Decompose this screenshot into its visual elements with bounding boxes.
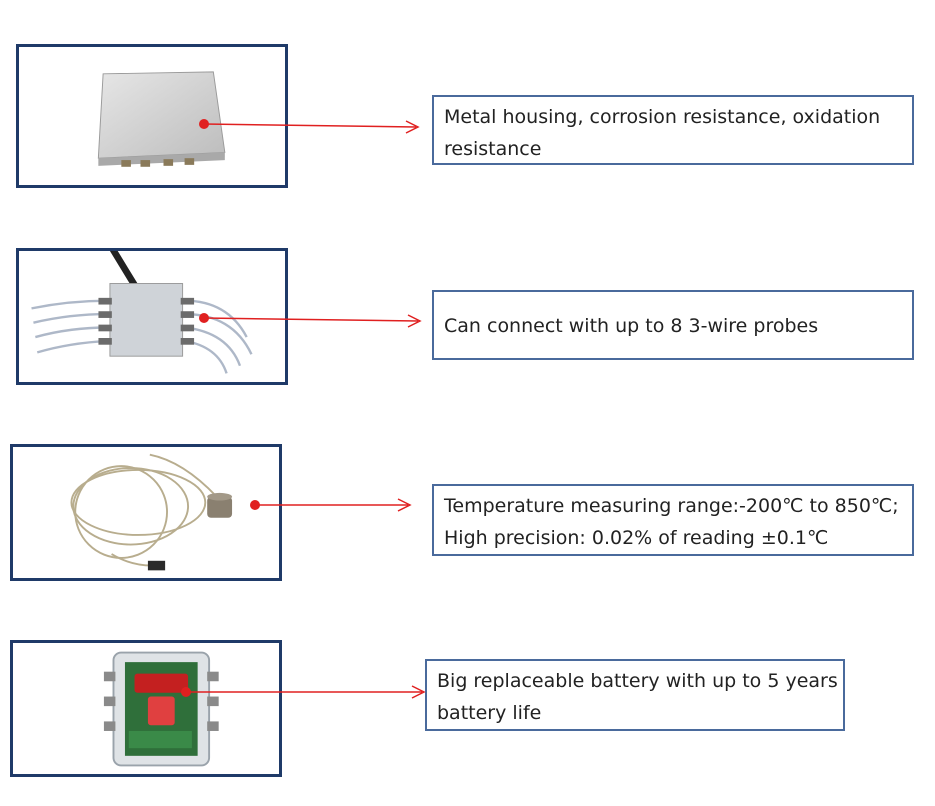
feature-battery-line-1: Big replaceable battery with up to 5 yea…	[437, 670, 838, 692]
temperature-probe-photo-frame	[10, 444, 282, 581]
battery-enclosure-photo	[103, 651, 219, 767]
feature-battery-line-2: battery life	[437, 702, 542, 724]
temperature-probe-cable-photo	[70, 453, 233, 571]
feature-housing-box: Metal housing, corrosion resistance, oxi…	[432, 95, 914, 165]
feature-temperature-line-2: High precision: 0.02% of reading ±0.1℃	[444, 527, 829, 549]
metal-housing-photo	[97, 71, 226, 167]
feature-probes-line-1: Can connect with up to 8 3-wire probes	[444, 315, 819, 337]
wireless-box-with-probes-photo	[31, 251, 253, 374]
feature-battery-box: Big replaceable battery with up to 5 yea…	[425, 659, 845, 731]
feature-housing-line-1: Metal housing, corrosion resistance, oxi…	[444, 106, 881, 128]
feature-temperature-box: Temperature measuring range:-200℃ to 850…	[432, 484, 914, 556]
battery-enclosure-photo-frame	[10, 640, 282, 777]
feature-probes-box: Can connect with up to 8 3-wire probes	[432, 290, 914, 360]
feature-temperature-line-1: Temperature measuring range:-200℃ to 850…	[444, 495, 899, 517]
metal-housing-photo-frame	[16, 44, 288, 188]
feature-housing-line-2: resistance	[444, 138, 542, 160]
wireless-box-photo-frame	[16, 248, 288, 385]
